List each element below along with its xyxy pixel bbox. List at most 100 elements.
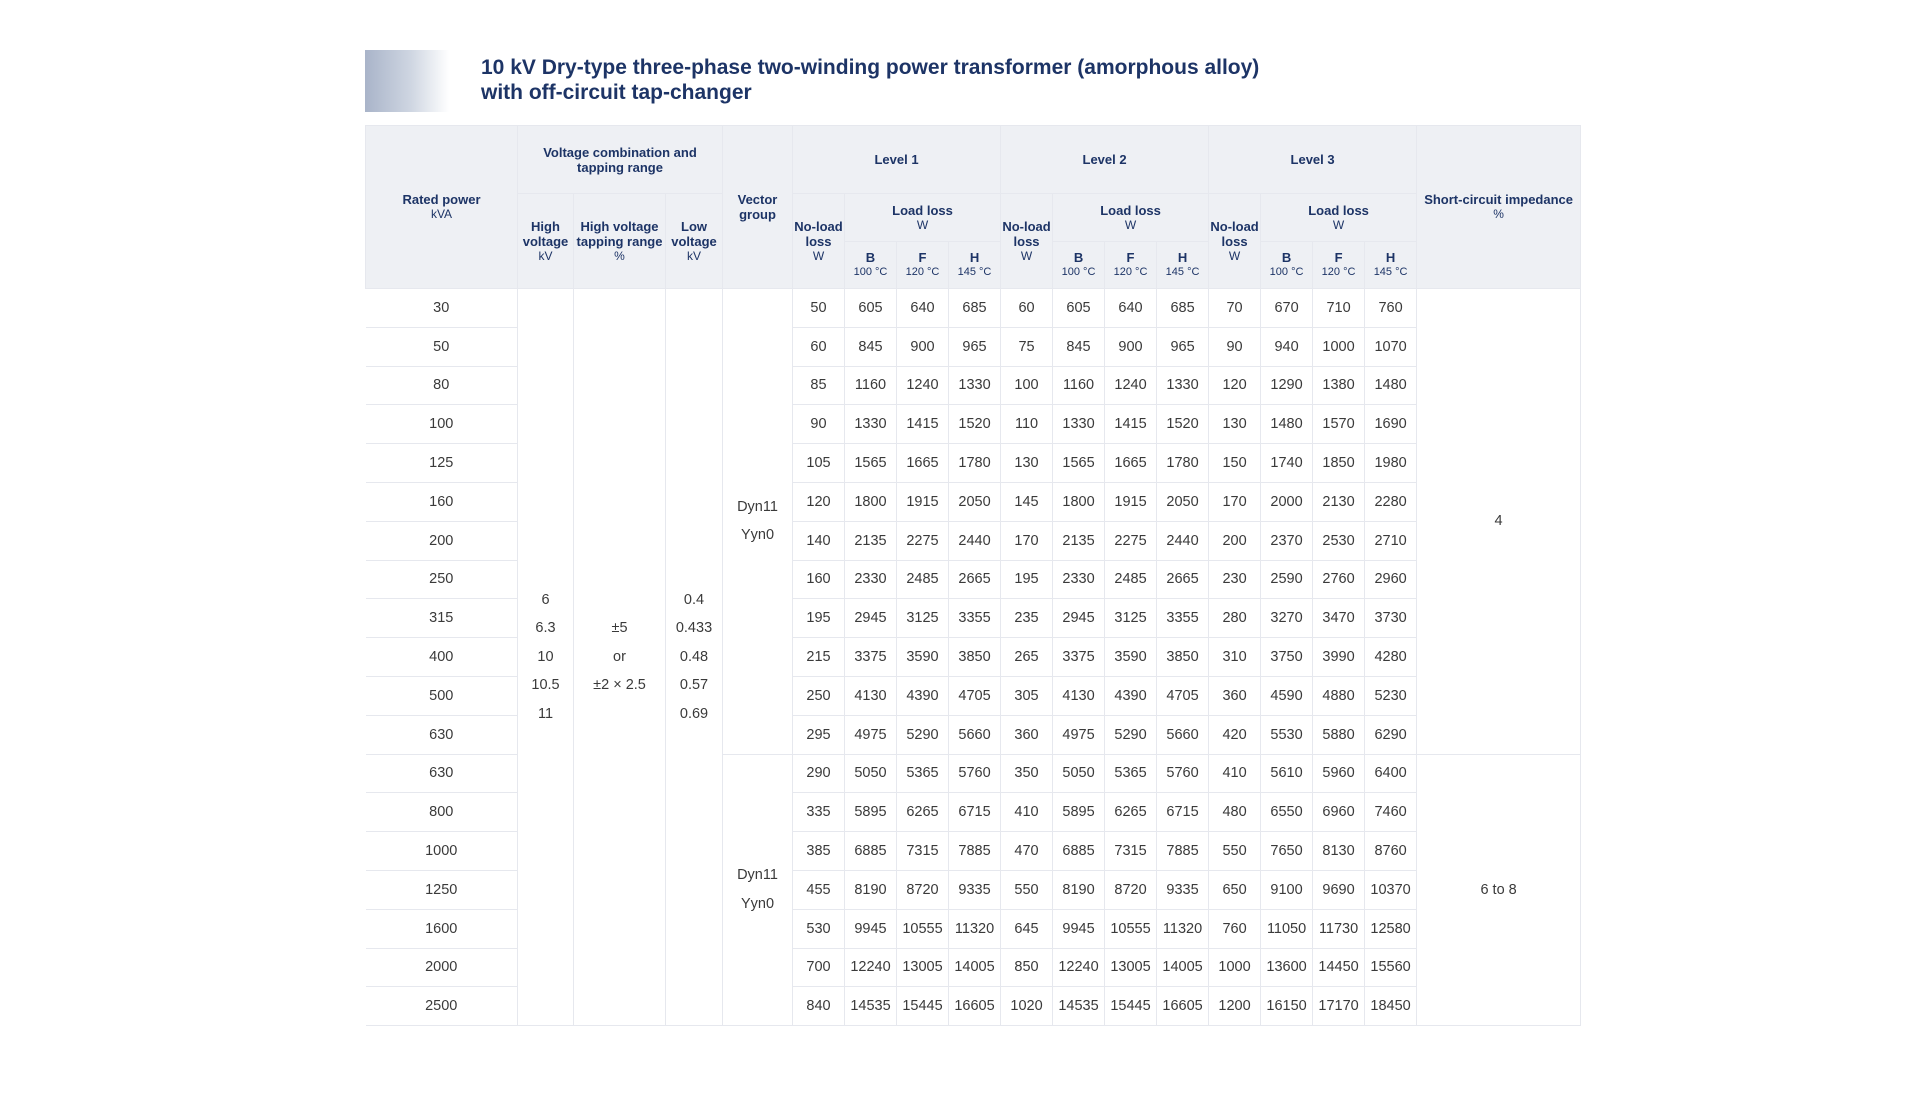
load-loss-b-l2-cell: 1160 xyxy=(1052,365,1106,406)
low-voltage-values-item: 0.57 xyxy=(679,677,709,694)
no-load-loss-l3-cell: 480 xyxy=(1208,792,1262,833)
load-loss-h-l2-cell: 685 xyxy=(1156,288,1210,328)
rated-power-cell: 125 xyxy=(365,443,518,483)
load-loss-b-l3-cell: 7650 xyxy=(1260,831,1314,871)
load-loss-h-l2-cell: 2665 xyxy=(1156,559,1210,600)
no-load-loss-l2-cell: 265 xyxy=(1000,637,1054,677)
load-loss-b-l3-cell: 670 xyxy=(1260,288,1314,328)
tapping-range-values-item: ±5 xyxy=(611,620,628,637)
load-loss-f-l2-cell: 3590 xyxy=(1104,637,1158,677)
load-loss-h-l1-cell: 965 xyxy=(947,326,1002,367)
rated-power-cell: 630 xyxy=(365,714,518,755)
low-voltage-values-item: 0.433 xyxy=(675,620,713,637)
load-loss-b-l3-cell: 11050 xyxy=(1260,908,1314,949)
no-load-loss-l1-cell: 250 xyxy=(792,675,845,716)
load-loss-f-l1-cell: 10555 xyxy=(896,908,949,949)
load-loss-f-l2-cell: 3125 xyxy=(1104,598,1158,639)
load-loss-h-l3-cell: 2960 xyxy=(1364,559,1418,600)
table-head: Rated power kVA Voltage combination and … xyxy=(365,125,1582,289)
load-loss-h-l3-cell: 4280 xyxy=(1364,637,1418,677)
no-load-loss-l2-cell: 410 xyxy=(1000,792,1054,833)
load-loss-f-l1-cell: 640 xyxy=(896,288,949,328)
load-loss-f-l2-cell: 5365 xyxy=(1104,753,1158,794)
load-loss-h-l2-cell: 5660 xyxy=(1156,714,1210,755)
rated-power-cell: 30 xyxy=(365,288,518,328)
no-load-loss-l3-cell: 760 xyxy=(1208,908,1262,949)
title-line-2: with off-circuit tap-changer xyxy=(481,81,752,104)
load-loss-b-l2-cell: 14535 xyxy=(1052,986,1106,1027)
no-load-loss-l2-cell: 170 xyxy=(1000,520,1054,561)
header-vector-group: Vector group xyxy=(722,125,793,289)
high-voltage-values-item: 10.5 xyxy=(531,677,560,694)
rated-power-cell: 2000 xyxy=(365,947,518,988)
load-loss-h-l2-cell: 2440 xyxy=(1156,520,1210,561)
load-loss-f-l3-cell: 11730 xyxy=(1312,908,1366,949)
load-loss-f-l2-cell: 7315 xyxy=(1104,831,1158,871)
load-loss-h-l2-cell: 14005 xyxy=(1156,947,1210,988)
no-load-loss-l3-cell: 120 xyxy=(1208,365,1262,406)
load-loss-f-l1-cell: 1415 xyxy=(896,404,949,445)
load-loss-h-l2-cell: 3355 xyxy=(1156,598,1210,639)
load-loss-b-l1-cell: 2945 xyxy=(844,598,897,639)
load-loss-h-l2-cell: 1520 xyxy=(1156,404,1210,445)
no-load-loss-l2-cell: 1020 xyxy=(1000,986,1054,1027)
rated-power-cell: 80 xyxy=(365,365,518,406)
load-loss-h-l1-cell: 3850 xyxy=(947,637,1002,677)
no-load-loss-l1-cell: 295 xyxy=(792,714,845,755)
header-hv-tapping: High voltage tapping range % xyxy=(573,193,666,289)
load-loss-h-l1-cell: 3355 xyxy=(947,598,1002,639)
load-loss-h-l3-cell: 760 xyxy=(1364,288,1418,328)
load-loss-h-l3-cell: 1480 xyxy=(1364,365,1418,406)
no-load-loss-l1-cell: 700 xyxy=(792,947,845,988)
page-title: 10 kV Dry-type three-phase two-winding p… xyxy=(481,55,1259,105)
load-loss-f-l3-cell: 14450 xyxy=(1312,947,1366,988)
low-voltage-values-item: 0.69 xyxy=(679,705,709,722)
load-loss-h-l2-cell: 6715 xyxy=(1156,792,1210,833)
load-loss-f-l2-cell: 13005 xyxy=(1104,947,1158,988)
load-loss-h-l1-cell: 11320 xyxy=(947,908,1002,949)
load-loss-h-l2-cell: 1780 xyxy=(1156,443,1210,483)
load-loss-b-l2-cell: 1800 xyxy=(1052,481,1106,522)
load-loss-f-l1-cell: 1915 xyxy=(896,481,949,522)
impedance-cell: 4 xyxy=(1416,288,1582,755)
load-loss-b-l2-cell: 9945 xyxy=(1052,908,1106,949)
no-load-loss-l3-cell: 1200 xyxy=(1208,986,1262,1027)
vector-group-cell-item: Dyn11 xyxy=(737,498,778,515)
vector-group-cell-item: Yyn0 xyxy=(740,527,775,544)
no-load-loss-l3-cell: 410 xyxy=(1208,753,1262,794)
high-voltage-values-item: 10 xyxy=(537,648,554,665)
header-no-load-loss-l2: No-load loss W xyxy=(1000,193,1054,289)
load-loss-h-l2-cell: 16605 xyxy=(1156,986,1210,1027)
no-load-loss-l2-cell: 100 xyxy=(1000,365,1054,406)
load-loss-f-l2-cell: 2485 xyxy=(1104,559,1158,600)
no-load-loss-l1-cell: 290 xyxy=(792,753,845,794)
rated-power-cell: 50 xyxy=(365,326,518,367)
load-loss-h-l1-cell: 16605 xyxy=(947,986,1002,1027)
transformer-spec-table: Rated power kVA Voltage combination and … xyxy=(365,125,1582,1027)
load-loss-h-l2-cell: 7885 xyxy=(1156,831,1210,871)
no-load-loss-l3-cell: 420 xyxy=(1208,714,1262,755)
load-loss-b-l2-cell: 2135 xyxy=(1052,520,1106,561)
load-loss-b-l1-cell: 1800 xyxy=(844,481,897,522)
load-loss-b-l1-cell: 1160 xyxy=(844,365,897,406)
load-loss-f-l2-cell: 1415 xyxy=(1104,404,1158,445)
load-loss-b-l3-cell: 2370 xyxy=(1260,520,1314,561)
load-loss-h-l1-cell: 1520 xyxy=(947,404,1002,445)
rated-power-cell: 2500 xyxy=(365,986,518,1027)
no-load-loss-l1-cell: 335 xyxy=(792,792,845,833)
load-loss-f-l3-cell: 5880 xyxy=(1312,714,1366,755)
no-load-loss-l1-cell: 195 xyxy=(792,598,845,639)
load-loss-h-l3-cell: 12580 xyxy=(1364,908,1418,949)
load-loss-f-l2-cell: 8720 xyxy=(1104,869,1158,910)
load-loss-f-l2-cell: 5290 xyxy=(1104,714,1158,755)
load-loss-b-l3-cell: 4590 xyxy=(1260,675,1314,716)
load-loss-f-l2-cell: 1665 xyxy=(1104,443,1158,483)
rated-power-cell: 160 xyxy=(365,481,518,522)
